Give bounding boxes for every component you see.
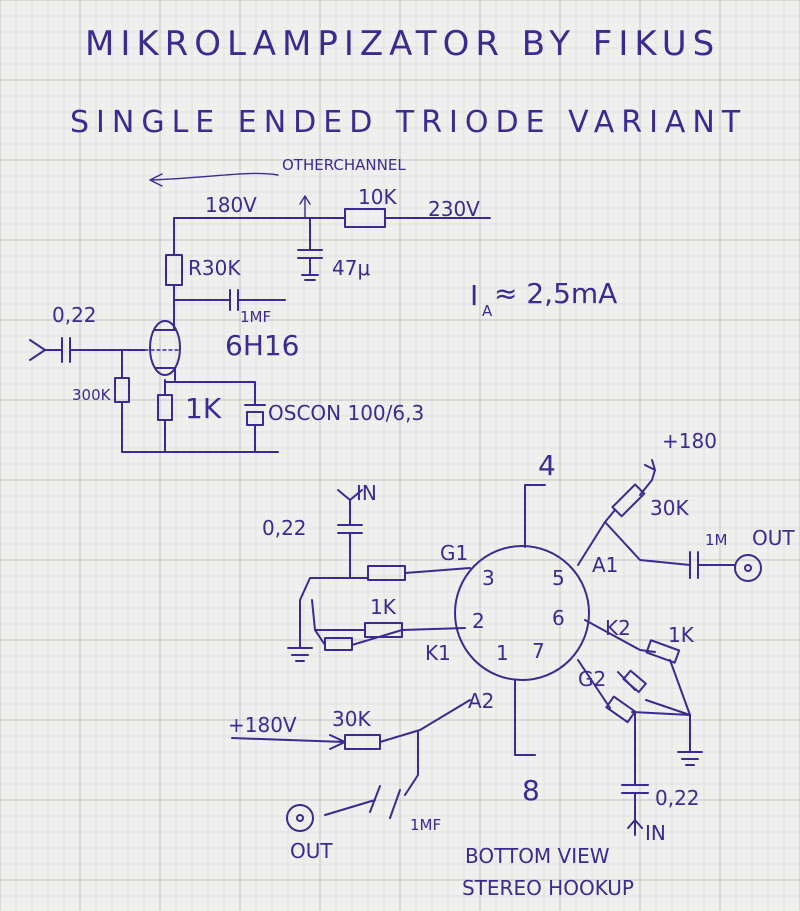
a1-wiring	[577, 459, 736, 579]
tube-label: 6H16	[225, 329, 300, 362]
anode-resistor-label: R30K	[188, 256, 241, 280]
pin5-number: 5	[552, 566, 565, 590]
cathode-capacitor-label: OSCON 100/6,3	[268, 401, 424, 425]
g2-label: G2	[578, 667, 606, 691]
pin3-number: 3	[482, 566, 495, 590]
subtitle: SINGLE ENDED TRIODE VARIANT	[70, 105, 747, 140]
cathode-resistor-label: 1K	[185, 392, 222, 425]
filter-capacitor-label: 47μ	[332, 256, 370, 280]
grid-resistor	[114, 377, 130, 403]
pin8-lead	[514, 679, 536, 756]
out-a1-jack-center	[744, 564, 752, 572]
r-k2-label: 1K	[668, 623, 695, 647]
pin8-number: 8	[522, 774, 540, 807]
filter-capacitor	[297, 217, 323, 281]
anode-current-symbol: I	[470, 279, 478, 312]
single-channel-schematic: OTHERCHANNEL 180V 10K 230V 47μ R30K 1MF …	[29, 156, 617, 453]
pin4-lead	[524, 484, 546, 548]
r-k1-label: 1K	[370, 595, 397, 619]
anode-current-value: ≈ 2,5mA	[494, 277, 617, 310]
k1-resistor	[364, 622, 403, 638]
g1-input-wiring	[299, 489, 471, 641]
out-a2-jack-center	[296, 814, 304, 822]
out-a1-jack	[734, 554, 762, 582]
c-in-bottom-label: 0,22	[655, 786, 700, 810]
out-a1-label: OUT	[752, 526, 795, 550]
out-a2-jack	[286, 804, 314, 832]
pin4-number: 4	[538, 449, 556, 482]
c-a1-label: 1M	[705, 531, 728, 549]
r-a1-label: 30K	[650, 496, 689, 520]
in-bottom-label: IN	[645, 821, 666, 845]
input-capacitor-label: 0,22	[52, 303, 97, 327]
a1-label: A1	[592, 553, 618, 577]
pin6-number: 6	[552, 606, 565, 630]
k1-wiring	[311, 599, 466, 646]
input-capacitor	[44, 337, 146, 363]
g2-resistor	[605, 695, 637, 724]
c-a2-label: 1MF	[410, 816, 441, 834]
tube-socket-bottom-view	[454, 545, 590, 681]
pin7-number: 7	[532, 639, 545, 663]
g1-resistor	[367, 565, 406, 581]
supply-resistor-label: 10K	[358, 185, 397, 209]
b-plus-230-label: 230V	[428, 197, 480, 221]
anode-current-subscript: A	[482, 302, 493, 320]
a1-resistor	[611, 483, 646, 518]
out-a2-label: OUT	[290, 839, 333, 863]
cathode-resistor	[157, 394, 173, 421]
a2-label: A2	[468, 689, 494, 713]
b-plus-a2-label: +180V	[228, 713, 297, 737]
c-in-top-label: 0,22	[262, 516, 307, 540]
other-channel-arrow	[149, 172, 279, 187]
g2-input-wiring	[621, 711, 649, 836]
caption-stereo-hookup: STEREO HOOKUP	[462, 876, 634, 900]
pin1-number: 1	[496, 641, 509, 665]
caption-bottom-view: BOTTOM VIEW	[465, 844, 610, 868]
g1-label: G1	[440, 541, 468, 565]
triode-tube	[149, 320, 181, 376]
k1-capacitor	[324, 637, 353, 651]
output-capacitor	[173, 289, 286, 311]
grid-resistor-label: 300K	[72, 386, 112, 404]
title: MIKROLAMPIZATOR BY FIKUS	[85, 24, 720, 64]
k2-capacitor	[622, 669, 647, 694]
other-channel-label: OTHERCHANNEL	[282, 156, 406, 174]
r-a2-label: 30K	[332, 707, 371, 731]
b-plus-a1-label: +180	[662, 429, 717, 453]
output-capacitor-label: 1MF	[240, 308, 271, 326]
k2-resistor	[645, 639, 681, 664]
cathode-capacitor	[244, 404, 266, 426]
supply-resistor	[344, 208, 386, 228]
a2-resistor	[344, 734, 381, 750]
ground-symbol-2	[677, 744, 703, 766]
other-channel-tap	[299, 195, 311, 219]
in-top-label: IN	[356, 481, 377, 505]
cathode-wire	[164, 379, 256, 453]
pin2-number: 2	[472, 609, 485, 633]
ground-symbol-1	[287, 639, 313, 662]
anode-resistor	[165, 254, 183, 286]
tube-pinout-hookup: 4 8 3 2 1 7 6 5 G1 K1 A2 A1 K2 G2 IN 0,2…	[228, 429, 795, 900]
triode-cathode	[154, 367, 176, 381]
b-plus-180-label: 180V	[205, 193, 257, 217]
k2-label: K2	[605, 616, 631, 640]
k1-label: K1	[425, 641, 451, 665]
